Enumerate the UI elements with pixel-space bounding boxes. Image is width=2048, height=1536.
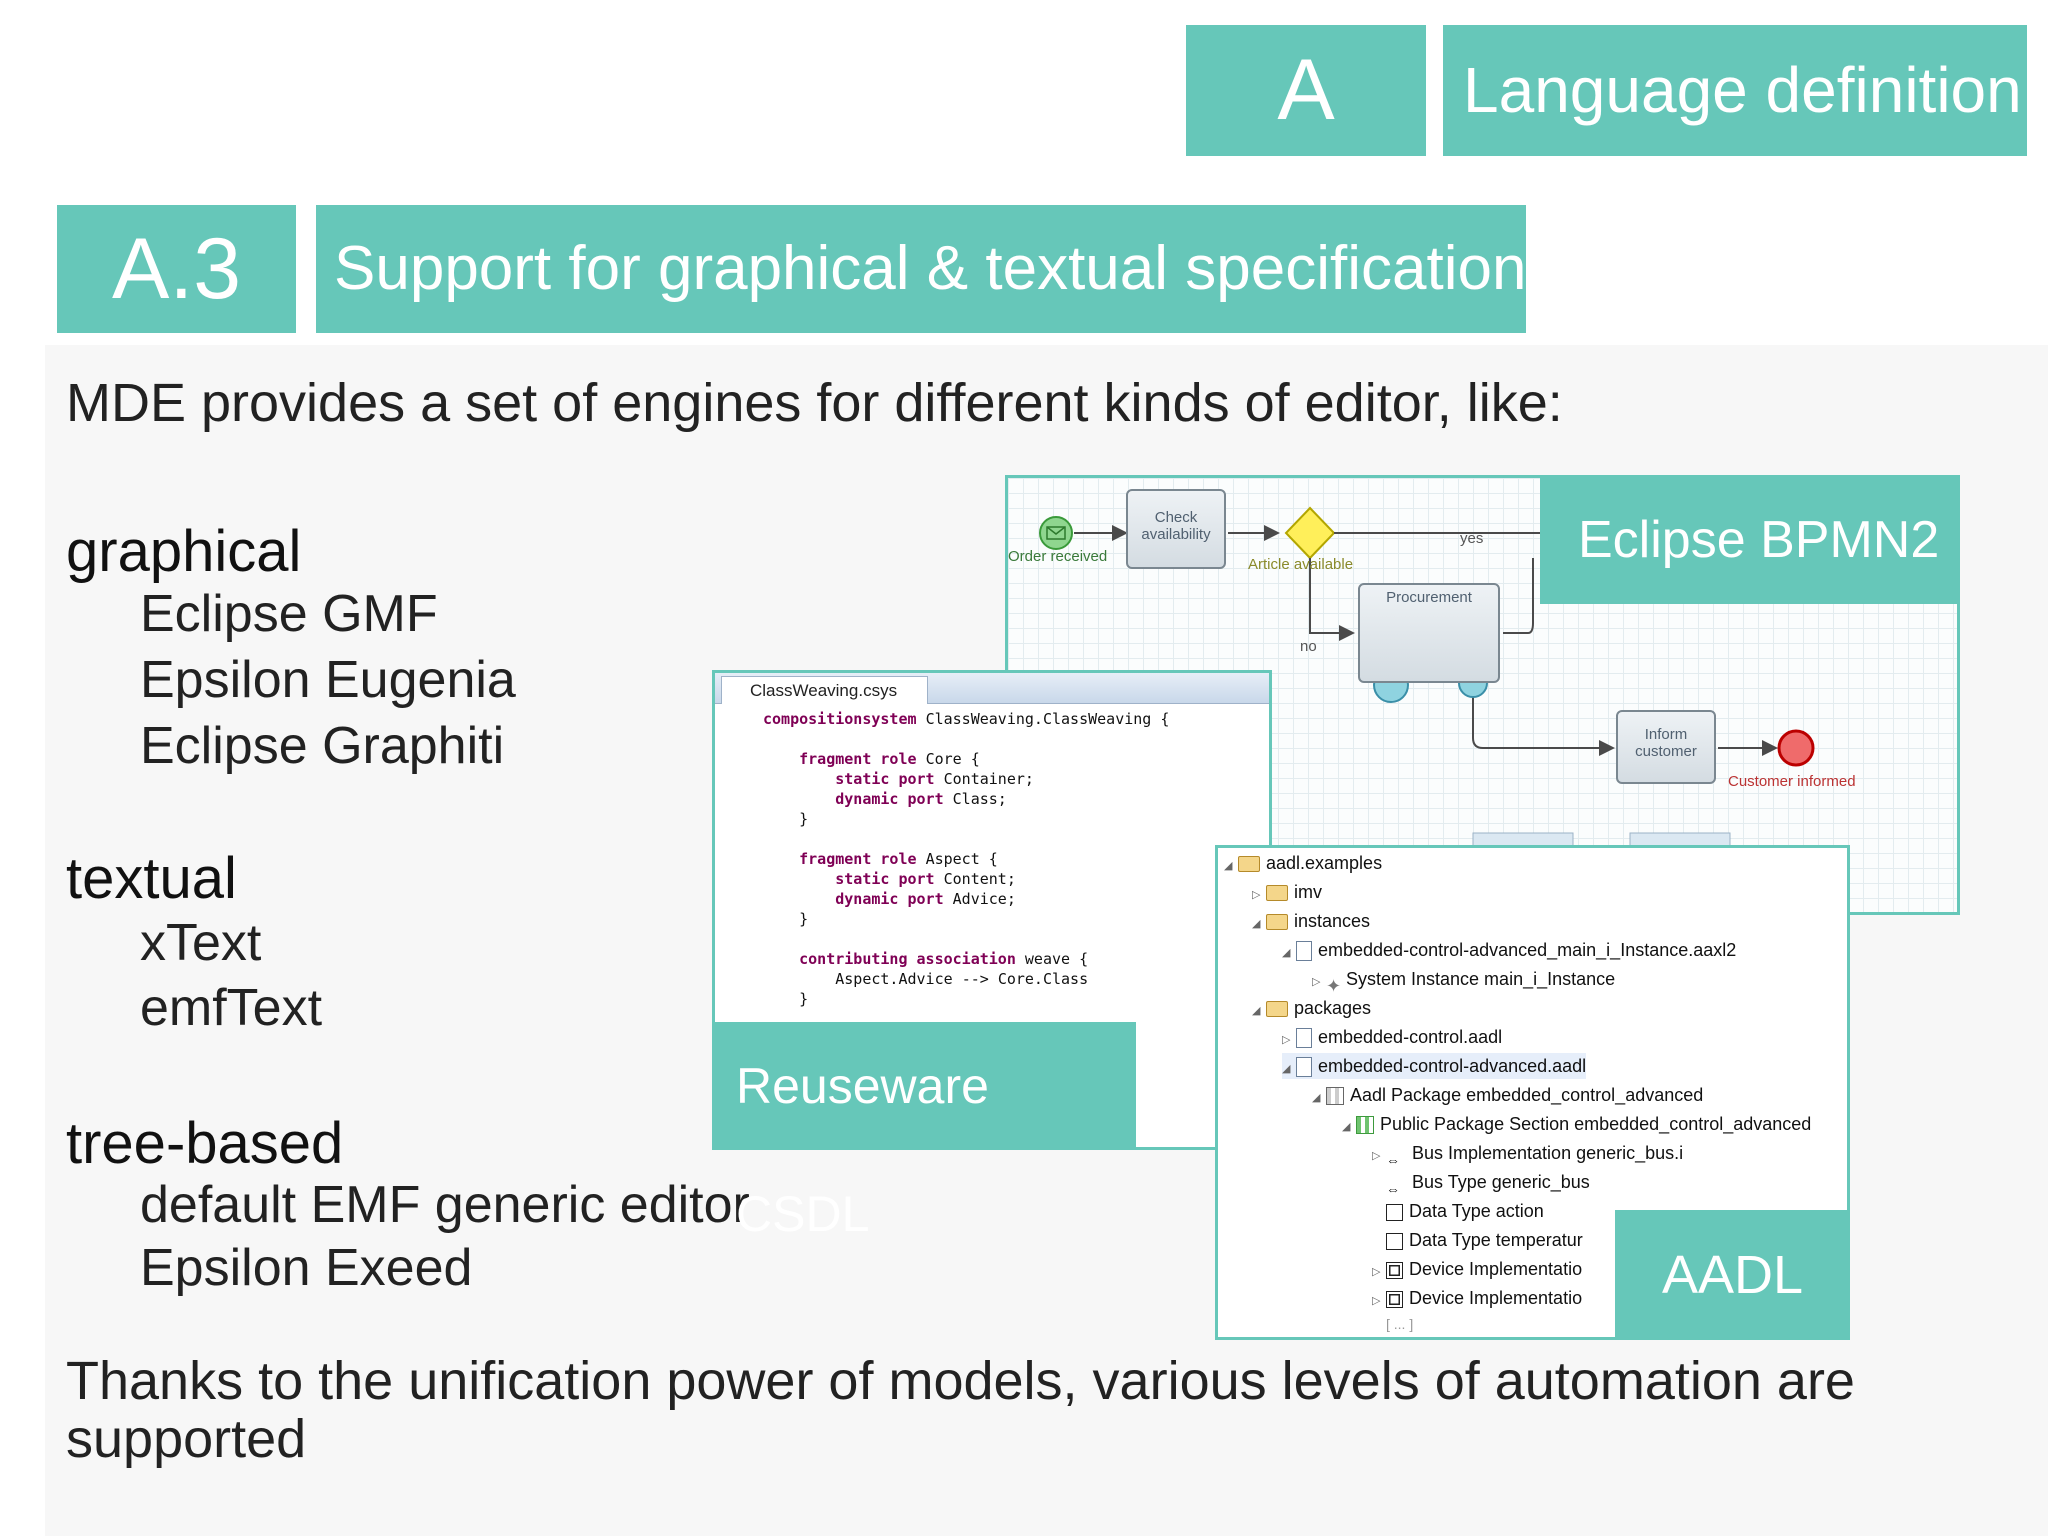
- tree-item[interactable]: Data Type temperatur: [1372, 1227, 1583, 1253]
- code-line: static port Container;: [835, 770, 1034, 788]
- bpmn-label: no: [1300, 638, 1317, 655]
- tree-item[interactable]: ◢instances: [1252, 911, 1371, 931]
- bpmn-label: Article available: [1248, 556, 1354, 573]
- bpmn-caption: Eclipse BPMN2: [1540, 476, 1958, 604]
- bpmn-label: yes: [1460, 530, 1484, 547]
- list-item: xText: [140, 914, 262, 972]
- list-item: emfText: [140, 979, 323, 1037]
- end-event-icon: [1777, 729, 1815, 767]
- code-line: }: [799, 910, 809, 928]
- tree-item[interactable]: ▷⇔Bus Implementation generic_bus.i: [1372, 1143, 1684, 1169]
- footer-text: Thanks to the unification power of model…: [66, 1351, 1855, 1469]
- code-line: [763, 729, 1169, 749]
- start-event-icon: [1039, 516, 1073, 550]
- category-graphical: graphical: [66, 519, 302, 584]
- code-line: fragment role Core {: [799, 750, 980, 768]
- tree-item[interactable]: ▷Device Implementatio: [1372, 1259, 1583, 1279]
- editor-tab[interactable]: ClassWeaving.csys: [721, 676, 929, 704]
- tree-item[interactable]: ▷imv: [1252, 882, 1322, 902]
- code-line: dynamic port Class;: [835, 790, 1007, 808]
- list-item: default EMF generic editor: [140, 1176, 750, 1234]
- intro-text: MDE provides a set of engines for differ…: [66, 373, 1563, 433]
- tree-item-selected[interactable]: ◢embedded-control-advanced.aadl: [1282, 1053, 1587, 1079]
- code-line: [763, 929, 1169, 949]
- category-textual: textual: [66, 846, 237, 911]
- tree-item[interactable]: ◢packages: [1252, 998, 1372, 1018]
- tree-item[interactable]: ◢Public Package Section embedded_control…: [1342, 1114, 1812, 1135]
- tree-more: [ ... ]: [1386, 1316, 1414, 1332]
- gateway-icon: [1284, 506, 1336, 560]
- aadl-caption: AADL: [1615, 1210, 1850, 1340]
- tree-item[interactable]: ▷✦System Instance main_i_Instance: [1312, 969, 1616, 997]
- section-title-box: Language definition: [1443, 25, 2027, 156]
- code-line: dynamic port Advice;: [835, 890, 1016, 908]
- code-line: fragment role Aspect {: [799, 850, 998, 868]
- subsection-number-box: A.3: [57, 205, 296, 333]
- category-tree-based: tree-based: [66, 1111, 344, 1176]
- tree-item[interactable]: ◢aadl.examples: [1224, 853, 1383, 873]
- tree-item[interactable]: ◢Aadl Package embedded_control_advanced: [1312, 1085, 1704, 1106]
- list-item: Eclipse GMF: [140, 585, 438, 643]
- section-letter-box: A: [1186, 25, 1426, 156]
- list-item: Epsilon Exeed: [140, 1239, 473, 1297]
- list-item: Epsilon Eugenia: [140, 651, 516, 709]
- editor-tabbar: ClassWeaving.csys: [715, 673, 1269, 704]
- bpmn-task: Check availability: [1126, 489, 1226, 569]
- code-area[interactable]: compositionsystem ClassWeaving.ClassWeav…: [763, 709, 1169, 1009]
- code-line: static port Content;: [835, 870, 1016, 888]
- code-line: [763, 829, 1169, 849]
- tree-item[interactable]: ▷embedded-control.aadl: [1282, 1027, 1503, 1049]
- tree-item[interactable]: ◢embedded-control-advanced_main_i_Instan…: [1282, 940, 1737, 962]
- tree-item[interactable]: ▷Device Implementatio: [1372, 1288, 1583, 1308]
- bpmn-label: Order received: [1008, 548, 1108, 565]
- code-line: compositionsystem ClassWeaving.ClassWeav…: [763, 710, 1170, 728]
- tree-item[interactable]: Data Type action: [1372, 1198, 1544, 1224]
- bpmn-task: Inform customer: [1616, 710, 1716, 784]
- subsection-title-box: Support for graphical & textual specific…: [316, 205, 1526, 333]
- code-line: }: [799, 990, 809, 1008]
- code-line: contributing association weave {: [799, 950, 1089, 968]
- bpmn-subprocess: Procurement: [1358, 583, 1500, 683]
- list-item: Eclipse Graphiti: [140, 717, 505, 775]
- code-line: Aspect.Advice --> Core.Class: [835, 970, 1089, 988]
- reuseware-caption: Reuseware CSDL: [712, 1022, 1136, 1242]
- code-line: }: [799, 810, 809, 828]
- bpmn-label: Customer informed: [1728, 773, 1856, 790]
- tree-item[interactable]: ⇔Bus Type generic_bus: [1386, 1172, 1590, 1198]
